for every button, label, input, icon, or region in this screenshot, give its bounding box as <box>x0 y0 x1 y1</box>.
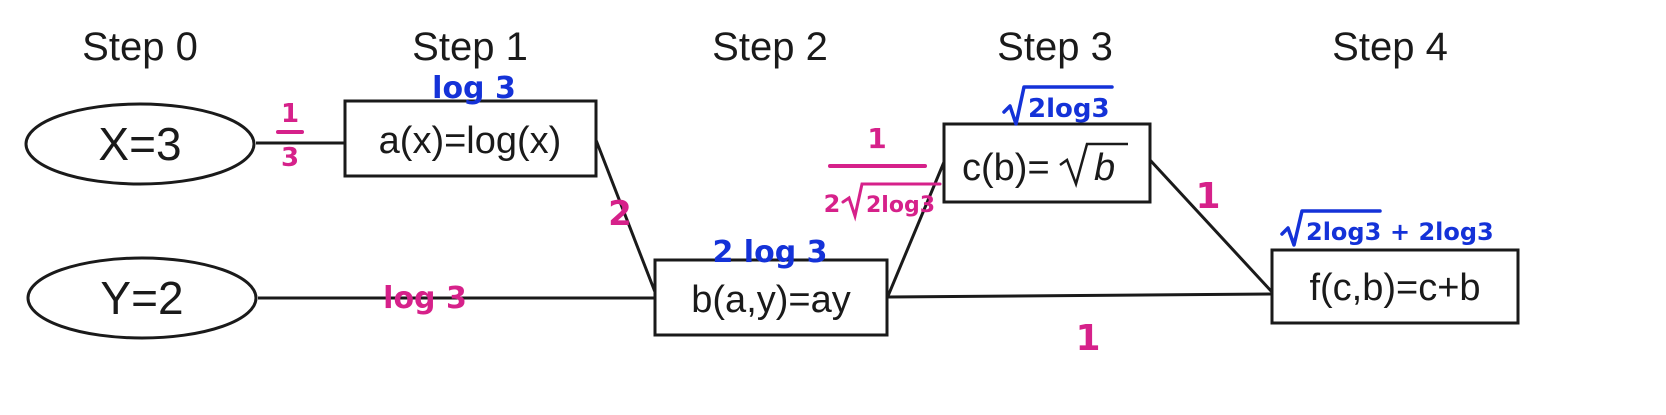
edge-a-to-b <box>594 139 657 293</box>
annotation-value-f-suffix: + 2log3 <box>1390 218 1494 246</box>
b-node-label: b(a,y)=ay <box>691 279 850 321</box>
c-node-label-var: b <box>1094 147 1115 189</box>
f-node-label: f(c,b)=c+b <box>1309 267 1480 309</box>
step-2-label: Step 2 <box>712 25 828 69</box>
step-4-label: Step 4 <box>1332 25 1448 69</box>
y-input-label: Y=2 <box>100 272 183 324</box>
y-input-node <box>26 256 258 340</box>
x-input-label: X=3 <box>98 118 181 170</box>
edge-b-to-c <box>886 161 946 297</box>
c-node-label-prefix: c(b)= <box>962 147 1050 189</box>
annotation-edge-a-b: 2 <box>608 194 632 234</box>
annotation-edge-x-a-numerator: 1 <box>281 99 299 129</box>
step-3-label: Step 3 <box>997 25 1113 69</box>
annotation-value-f: 2log3 + 2log3 <box>1280 209 1494 247</box>
step-0-label: Step 0 <box>82 25 198 69</box>
edge-b-to-f <box>887 292 1273 299</box>
c-node-box <box>942 122 1152 204</box>
a-node-label: a(x)=log(x) <box>379 120 562 162</box>
annotation-edge-x-a-denominator: 3 <box>281 143 299 173</box>
a-node-box <box>343 99 598 178</box>
x-input-node <box>24 102 256 186</box>
annotation-value-b: 2 log 3 <box>712 235 827 270</box>
annotation-edge-b-c-den-prefix: 2 <box>824 190 841 218</box>
annotation-value-f-radicand: 2log3 <box>1306 218 1381 246</box>
b-node-box <box>653 258 889 337</box>
annotation-edge-y-b: log 3 <box>383 281 467 316</box>
f-node-box <box>1270 248 1520 325</box>
annotation-edge-b-c-numerator: 1 <box>867 122 886 155</box>
annotation-edge-b-f: 1 <box>1075 318 1100 359</box>
annotation-sqrt-sign <box>1002 85 1114 126</box>
annotation-value-a: log 3 <box>432 71 516 106</box>
c-node-sqrt-sign <box>1059 142 1128 189</box>
edge-c-to-f <box>1148 158 1274 294</box>
annotation-edge-c-f: 1 <box>1195 176 1220 217</box>
annotation-value-c: 2log3 <box>1002 85 1114 126</box>
annotation-edge-b-c-den-radicand: 2log3 <box>866 193 935 218</box>
annotation-value-c-radicand: 2log3 <box>1028 94 1110 124</box>
annotation-edge-b-c: 1 2 2log3 <box>824 122 942 222</box>
annotation-edge-x-a: 1 3 <box>276 99 304 173</box>
annotation-sqrt-sign <box>841 182 942 222</box>
annotation-sqrt-sign <box>1280 209 1382 247</box>
step-1-label: Step 1 <box>412 25 528 69</box>
